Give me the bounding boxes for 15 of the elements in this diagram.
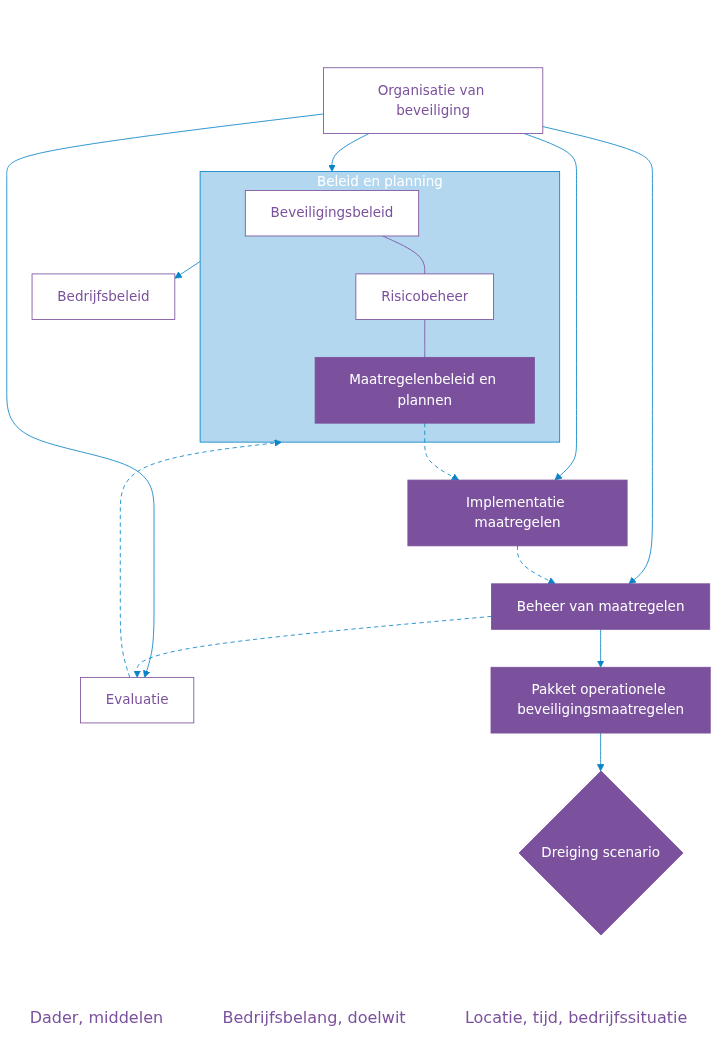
annotation-text: Bedrijfsbelang, doelwit: [222, 1008, 406, 1027]
annotation-text: Dader, middelen: [29, 1008, 164, 1027]
annotation-text: Locatie, tijd, bedrijfssituatie: [464, 1008, 688, 1027]
connector: [382, 235, 426, 274]
node-diamond: Dreiging scenario: [518, 770, 684, 936]
node-box: Organisatie van beveiliging: [323, 66, 544, 134]
node-box: Bedrijfsbeleid: [31, 273, 176, 320]
node-box: Maatregelenbeleid en plannen: [314, 356, 535, 424]
node-box: Pakket operationele beveiligingsmaatregelen: [490, 666, 711, 734]
node-box: Implementatie maatregelen: [407, 479, 628, 546]
node-box: Beveiligingsbeleid: [244, 189, 420, 236]
node-box: Evaluatie: [80, 676, 195, 723]
connector: [424, 318, 426, 358]
node-box: Risicobeheer: [355, 273, 495, 320]
node-box: Beheer van maatregelen: [491, 582, 711, 630]
